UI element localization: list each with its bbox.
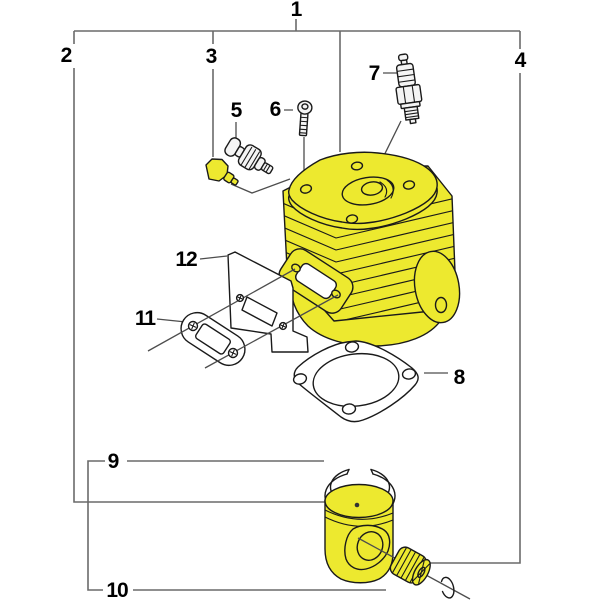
callout-12: 12 xyxy=(175,248,197,271)
callout-11: 11 xyxy=(134,307,156,330)
callout-9: 9 xyxy=(107,450,120,473)
decompression-valve xyxy=(224,137,274,175)
retaining-clip xyxy=(440,576,455,599)
piston-crown xyxy=(324,483,394,519)
bolt-hole xyxy=(402,180,416,190)
screw-axis-lines xyxy=(147,268,339,369)
leader-lines xyxy=(156,72,448,374)
callout-bracket-lines xyxy=(73,19,521,591)
shield-hole xyxy=(278,321,288,331)
mounting-screw xyxy=(187,320,199,332)
callout-10: 10 xyxy=(106,579,128,600)
callout-3: 3 xyxy=(205,45,218,68)
spark-plug xyxy=(395,53,423,125)
bolt-hole xyxy=(345,214,359,224)
mounting-screw xyxy=(227,347,239,359)
callout-5: 5 xyxy=(230,99,243,122)
callout-7: 7 xyxy=(368,62,381,85)
cylinder-side-boss xyxy=(413,250,461,324)
callout-6: 6 xyxy=(269,98,282,121)
valve-plug xyxy=(205,158,239,186)
callout-8: 8 xyxy=(453,366,466,389)
bolt-hole xyxy=(350,161,364,171)
callout-4: 4 xyxy=(514,49,527,72)
spark-plug-hole xyxy=(360,181,384,196)
heat-shield-plate xyxy=(227,251,309,353)
cylinder-base-gasket xyxy=(292,340,419,423)
callout-2: 2 xyxy=(60,44,73,67)
cylinder xyxy=(278,151,461,347)
piston xyxy=(324,483,394,584)
screw xyxy=(297,100,313,137)
shield-hole xyxy=(235,293,245,303)
callout-1: 1 xyxy=(290,0,303,21)
needle-bearing xyxy=(389,546,431,586)
bolt-hole xyxy=(299,184,313,194)
